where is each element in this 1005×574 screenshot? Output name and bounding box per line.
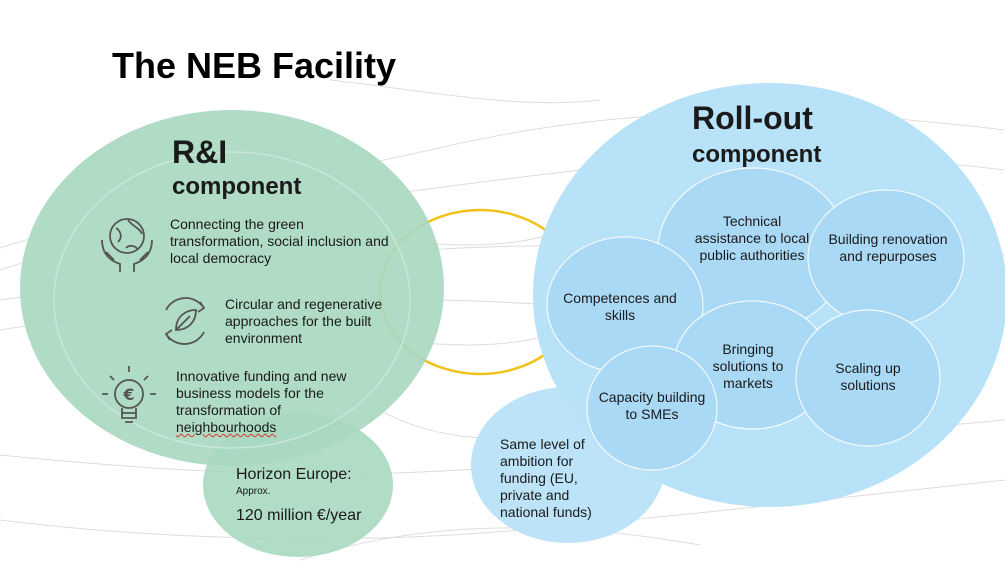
svg-text:€: € — [122, 385, 134, 404]
rollout-circle-technical-assistance: Technical assistance to local public aut… — [694, 213, 810, 263]
euro-lightbulb-icon: € — [102, 366, 156, 423]
earth-hands-icon — [101, 218, 153, 272]
rollout-circle-scaling-up: Scaling up solutions — [835, 360, 901, 393]
rollout-title: Roll-out — [692, 100, 813, 136]
rollout-circle-building-renovation: Building renovation and repurposes — [828, 231, 948, 264]
rollout-subtitle: component — [692, 141, 822, 168]
rollout-circle-capacity-building: Capacity building to SMEs — [598, 389, 706, 422]
ri-item-green-transformation: Connecting the green transformation, soc… — [170, 216, 389, 266]
funding-ambition-label: Same level of ambition for funding (EU, … — [500, 436, 592, 520]
leaf-cycle-icon — [164, 297, 206, 345]
horizon-europe-label: Horizon Europe: — [236, 466, 352, 483]
horizon-europe-approx: Approx. — [236, 486, 271, 497]
ri-subtitle: component — [172, 173, 302, 200]
ri-item-circular-approaches: Circular and regenerative approaches for… — [225, 296, 383, 346]
rollout-circle-bringing-solutions: Bringing solutions to markets — [712, 341, 784, 391]
horizon-europe-amount: 120 million €/year — [236, 507, 362, 524]
ri-item-innovative-funding: Innovative funding and new business mode… — [176, 368, 347, 435]
page-title: The NEB Facility — [112, 45, 397, 86]
rollout-circle-competences: Competences and skills — [563, 290, 677, 323]
rollout-inner-circles — [546, 167, 965, 471]
ri-component-bubble — [20, 110, 444, 466]
ri-title: R&I — [172, 134, 228, 170]
